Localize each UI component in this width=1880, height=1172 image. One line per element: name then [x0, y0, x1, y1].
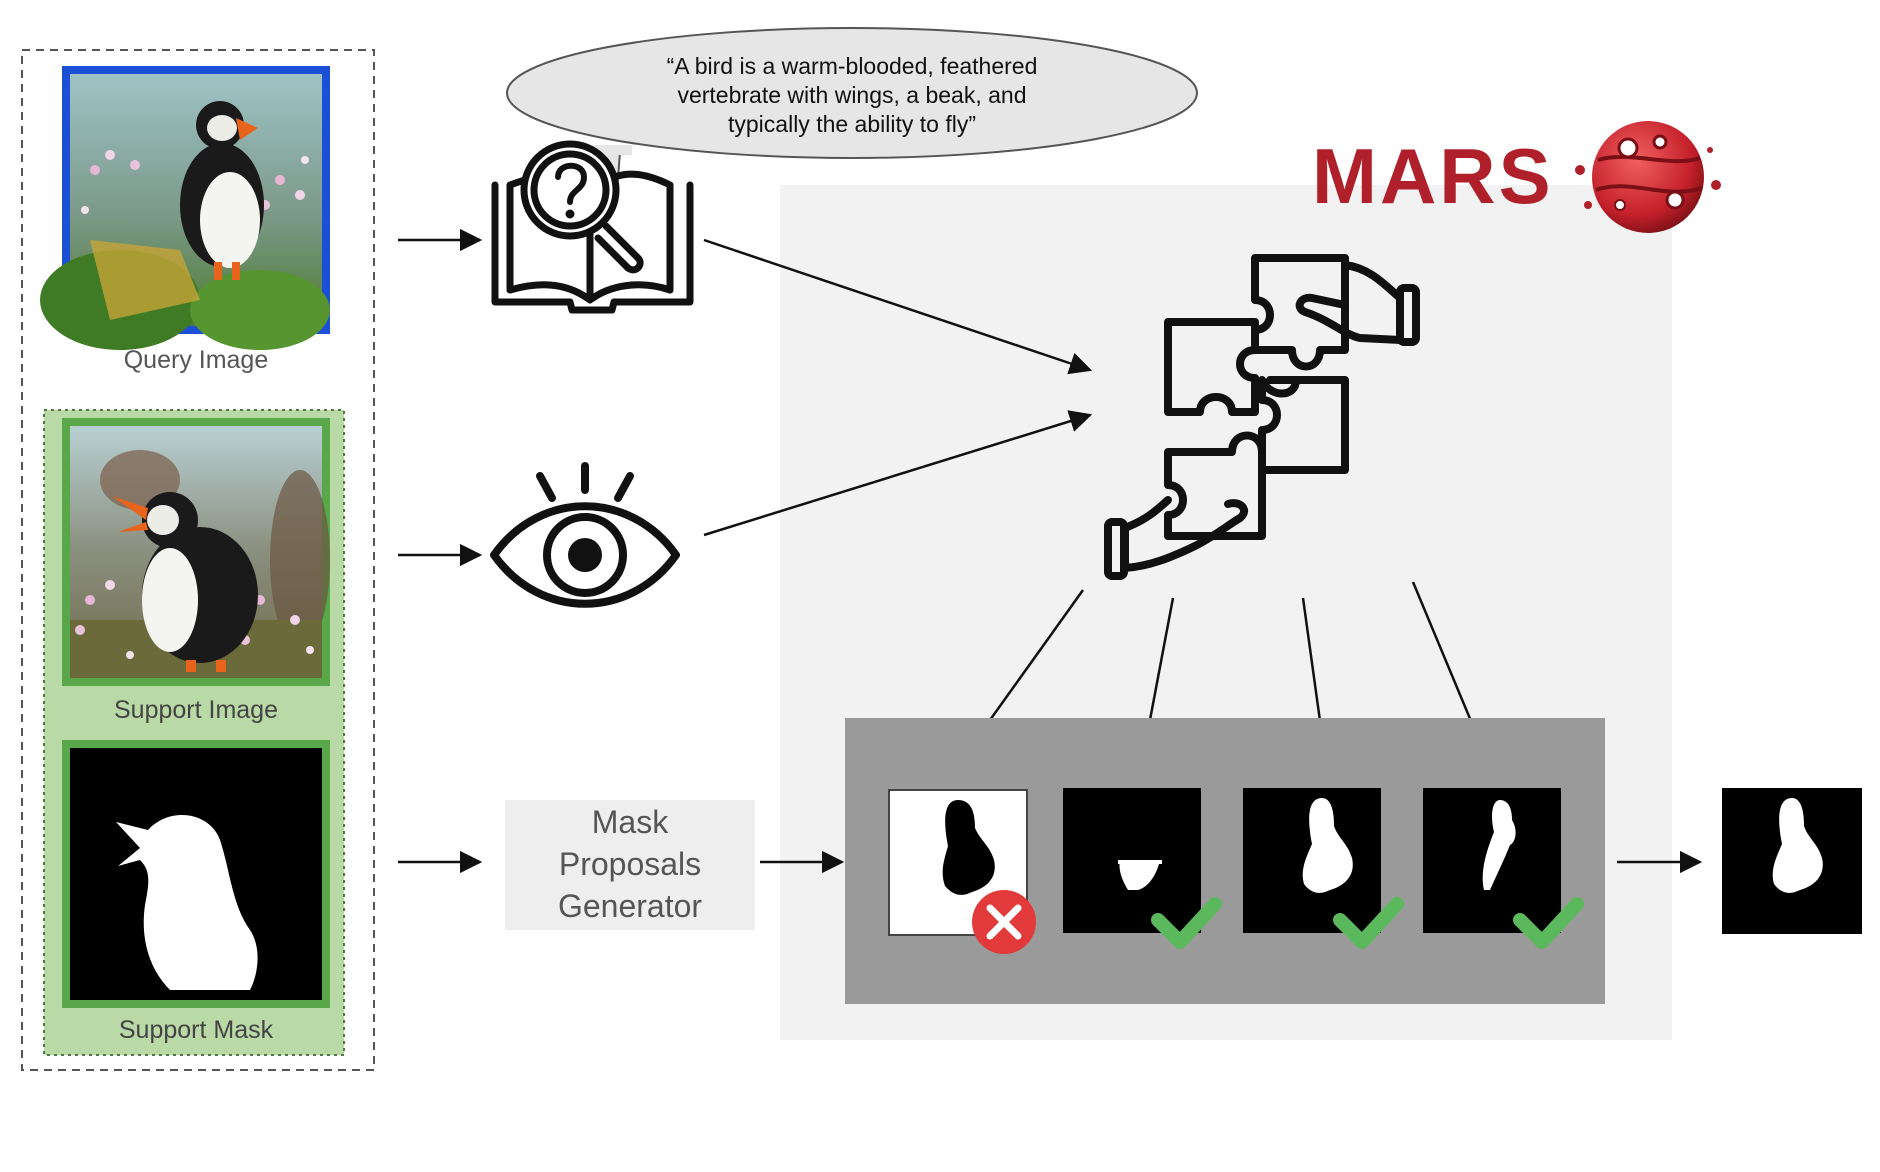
puzzle-hands-icon — [1104, 254, 1420, 580]
checkmark-icon — [1333, 897, 1404, 949]
speech-bubble-line-3: typically the ability to fly” — [728, 111, 976, 137]
speech-bubble-line-2: vertebrate with wings, a beak, and — [677, 82, 1026, 108]
generator-line-3: Generator — [558, 888, 702, 924]
input-panel — [21, 49, 375, 1071]
generator-line-2: Proposals — [559, 846, 701, 882]
mask-proposal-3 — [1243, 788, 1404, 949]
support-mask-label: Support Mask — [119, 1016, 274, 1044]
generator-line-1: Mask — [592, 804, 669, 840]
mars-planet-icon — [1575, 121, 1721, 233]
arrow-visual-to-fusion — [703, 410, 1093, 537]
mask-proposals-generator: Mask Proposals Generator — [505, 800, 755, 930]
mask-proposal-1 — [888, 789, 1036, 954]
support-image — [62, 418, 330, 686]
mask-proposal-4 — [1423, 788, 1584, 949]
eye-icon — [490, 462, 680, 608]
checkmark-icon — [1513, 897, 1584, 949]
mask-proposal-2 — [1063, 788, 1222, 949]
checkmark-icon — [1151, 897, 1222, 949]
support-image-label: Support Image — [114, 696, 278, 724]
book-magnifier-icon — [491, 140, 694, 314]
query-image — [40, 66, 330, 350]
mars-logo-text: MARS — [1312, 132, 1554, 220]
cross-icon — [972, 890, 1036, 954]
speech-bubble-line-1: “A bird is a warm-blooded, feathered — [667, 53, 1038, 79]
query-image-label: Query Image — [124, 346, 269, 374]
speech-bubble: “A bird is a warm-blooded, feathered ver… — [506, 27, 1198, 181]
output-mask — [1722, 788, 1862, 934]
arrow-text-to-fusion — [703, 238, 1093, 375]
support-mask — [62, 740, 330, 1008]
mars-logo: MARS — [1312, 121, 1721, 233]
